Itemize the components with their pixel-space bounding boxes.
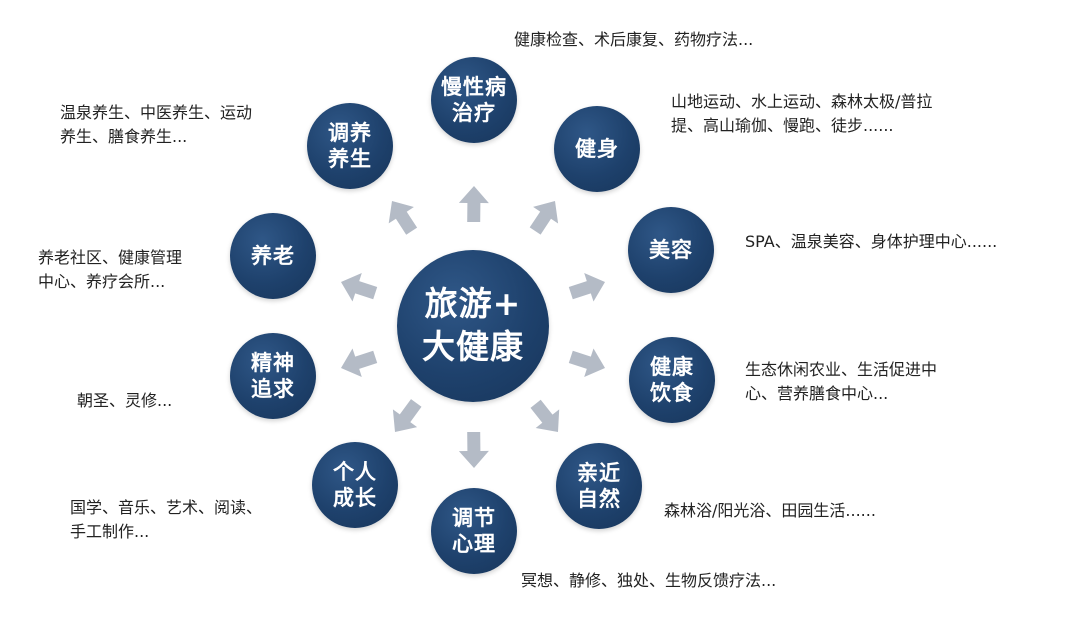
arrow	[568, 348, 605, 377]
desc-line: 温泉养生、中医养生、运动	[60, 103, 253, 122]
desc-line: 养老社区、健康管理	[38, 248, 183, 267]
node-label-line: 追求	[251, 377, 295, 401]
desc-line: 朝圣、灵修...	[77, 391, 173, 410]
center-label-line-2: 大健康	[422, 327, 524, 366]
desc-line: 森林浴/阳光浴、田园生活......	[664, 501, 876, 520]
desc-line: 养生、膳食养生...	[60, 127, 188, 146]
desc-line: 心、营养膳食中心...	[745, 384, 889, 403]
desc-line: 生态休闲农业、生活促进中	[745, 360, 938, 379]
node-label-line: 治疗	[452, 101, 496, 125]
desc-nature: 森林浴/阳光浴、田园生活......	[664, 499, 876, 523]
arrow	[458, 432, 489, 468]
arrow	[388, 201, 418, 235]
arrow	[458, 186, 489, 222]
desc-elderly-care: 养老社区、健康管理 中心、养疗会所...	[38, 246, 182, 294]
node-label-line: 健身	[575, 136, 619, 161]
node-label-line: 亲近	[577, 460, 621, 485]
node-label-line: 个人	[333, 459, 377, 484]
node-psychology: 调节 心理	[431, 488, 517, 574]
arrow	[568, 273, 605, 302]
node-spiritual: 精神 追求	[230, 333, 316, 419]
desc-wellness: 温泉养生、中医养生、运动 养生、膳食养生...	[60, 101, 252, 149]
arrow	[529, 201, 559, 235]
node-label-line: 慢性病	[441, 74, 507, 99]
node-label-line: 饮食	[650, 381, 694, 405]
desc-line: 山地运动、水上运动、森林太极/普拉	[671, 92, 933, 111]
desc-psychology: 冥想、静修、独处、生物反馈疗法...	[521, 569, 776, 593]
arrow	[341, 348, 378, 377]
node-fitness: 健身	[554, 106, 640, 192]
node-label-line: 精神	[251, 350, 295, 375]
desc-line: 中心、养疗会所...	[38, 272, 166, 291]
node-chronic-disease: 慢性病 治疗	[431, 57, 517, 143]
desc-line: 国学、音乐、艺术、阅读、	[70, 498, 263, 517]
desc-line: SPA、温泉美容、身体护理中心......	[745, 232, 998, 251]
node-wellness: 调养 养生	[307, 103, 393, 189]
arrow	[392, 399, 422, 432]
desc-personal-growth: 国学、音乐、艺术、阅读、 手工制作...	[70, 496, 262, 544]
desc-line: 提、高山瑜伽、慢跑、徒步......	[671, 116, 894, 135]
arrow	[341, 273, 378, 302]
desc-beauty: SPA、温泉美容、身体护理中心......	[745, 230, 997, 254]
desc-line: 手工制作...	[70, 522, 150, 541]
desc-spiritual: 朝圣、灵修...	[77, 389, 172, 413]
node-beauty: 美容	[628, 207, 714, 293]
center-label-line-1: 旅游+	[424, 284, 522, 324]
node-elderly-care: 养老	[230, 213, 316, 299]
node-label-line: 自然	[577, 487, 621, 511]
node-nature: 亲近 自然	[556, 443, 642, 529]
node-label-line: 调养	[328, 120, 372, 145]
desc-chronic-disease: 健康检查、术后康复、药物疗法...	[514, 28, 753, 52]
node-label-line: 心理	[452, 532, 496, 556]
node-label-line: 成长	[333, 486, 377, 510]
center-node: 旅游+ 大健康	[397, 250, 549, 402]
node-label-line: 养生	[328, 147, 372, 171]
desc-line: 健康检查、术后康复、药物疗法...	[514, 30, 754, 49]
desc-line: 冥想、静修、独处、生物反馈疗法...	[521, 571, 777, 590]
arrow	[530, 399, 560, 432]
node-personal-growth: 个人 成长	[312, 442, 398, 528]
desc-healthy-diet: 生态休闲农业、生活促进中 心、营养膳食中心...	[745, 358, 937, 406]
node-label-line: 养老	[251, 243, 295, 268]
node-healthy-diet: 健康 饮食	[629, 337, 715, 423]
desc-fitness: 山地运动、水上运动、森林太极/普拉 提、高山瑜伽、慢跑、徒步......	[671, 90, 932, 138]
node-label-line: 健康	[650, 354, 694, 379]
node-label-line: 美容	[649, 237, 693, 262]
node-label-line: 调节	[452, 505, 496, 530]
